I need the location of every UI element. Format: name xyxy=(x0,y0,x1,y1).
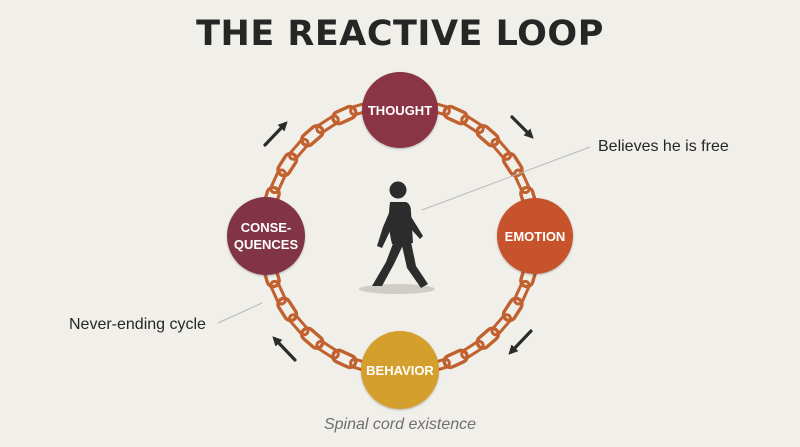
annotation-cycle: Never-ending cycle xyxy=(69,316,206,333)
chain-link xyxy=(460,114,485,135)
cycle-arrow-icon xyxy=(510,115,534,139)
chain-link xyxy=(501,296,524,323)
caption: Spinal cord existence xyxy=(323,416,477,433)
node-consequences: CONSE- QUENCES xyxy=(227,197,305,275)
cycle-arrow-icon xyxy=(272,336,297,362)
node-thought-label: THOUGHT xyxy=(367,102,433,118)
chain-link xyxy=(287,137,310,161)
chain-link xyxy=(287,313,310,337)
chain-link xyxy=(513,168,531,195)
chain-link xyxy=(475,326,500,350)
chain-link xyxy=(460,339,485,360)
cycle-arrow-icon xyxy=(508,329,533,355)
chain-link xyxy=(269,279,287,306)
cycle-pointer-line xyxy=(217,302,263,324)
chain-link xyxy=(475,124,500,148)
cycle-arrow-icon xyxy=(263,121,288,147)
chain-link xyxy=(490,313,513,337)
chain-link xyxy=(315,114,340,135)
node-emotion: EMOTION xyxy=(497,198,573,274)
node-behavior-label: BEHAVIOR xyxy=(366,362,434,378)
chain-link xyxy=(442,104,469,126)
chain-link xyxy=(276,151,299,178)
chain-link xyxy=(331,104,358,126)
chain-link xyxy=(300,326,325,350)
free-pointer-line xyxy=(421,146,591,211)
chain-link xyxy=(269,168,287,195)
chain-link xyxy=(300,124,325,148)
chain-link xyxy=(501,151,524,178)
chain-link xyxy=(276,296,299,323)
node-consequences-label: CONSE- QUENCES xyxy=(233,220,299,252)
chain-link xyxy=(442,348,469,370)
page-title: THE REACTIVE LOOP xyxy=(196,14,604,54)
node-thought: THOUGHT xyxy=(362,72,438,148)
node-behavior: BEHAVIOR xyxy=(361,331,439,409)
annotation-free: Believes he is free xyxy=(598,138,729,155)
chain-link xyxy=(315,339,340,360)
chain-link xyxy=(513,279,531,306)
walking-man-icon xyxy=(359,181,435,294)
chain-link xyxy=(490,137,513,161)
chain-link xyxy=(331,348,358,370)
node-emotion-label: EMOTION xyxy=(504,228,566,244)
